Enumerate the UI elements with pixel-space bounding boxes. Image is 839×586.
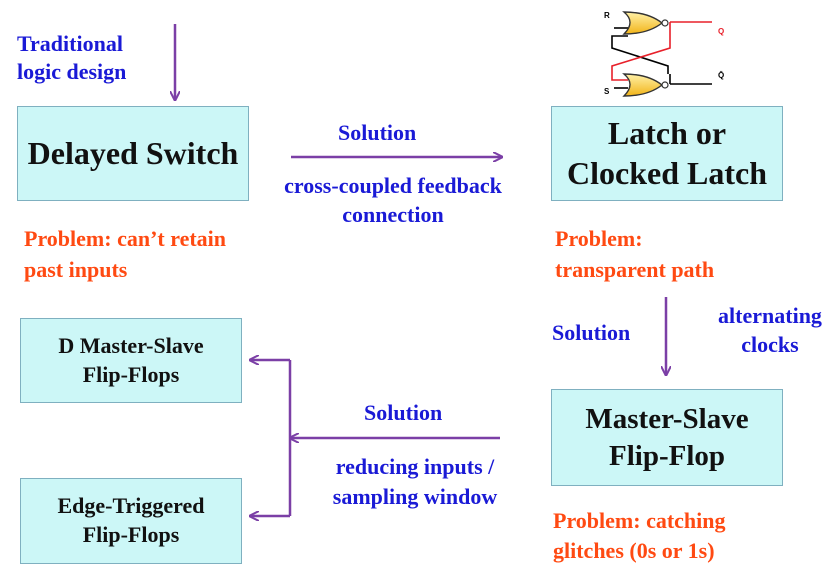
latch-q-label: Q xyxy=(718,27,724,36)
nor-gate-top-icon xyxy=(622,11,664,35)
d-master-slave-label: D Master-Slave Flip-Flops xyxy=(58,332,204,387)
alternating-clocks-label: alternating clocks xyxy=(718,303,822,357)
latch-r-label: R xyxy=(604,11,610,20)
sr-latch-circuit: R S Q Q̄ xyxy=(604,11,724,97)
latch-qbar-label: Q̄ xyxy=(718,71,724,80)
edge-triggered-box: Edge-Triggered Flip-Flops xyxy=(20,478,242,564)
master-slave-box: Master-Slave Flip-Flop xyxy=(551,389,783,486)
delayed-switch-box: Delayed Switch xyxy=(17,106,249,201)
d-master-slave-box: D Master-Slave Flip-Flops xyxy=(20,318,242,403)
problem-left-label: Problem: can’t retain past inputs xyxy=(24,226,227,282)
traditional-logic-label: Traditional logic design xyxy=(17,31,127,84)
latch-s-label: S xyxy=(604,87,610,96)
nor-gate-bottom-icon xyxy=(622,73,664,97)
solution-top-label: Solution xyxy=(338,120,417,145)
delayed-switch-label: Delayed Switch xyxy=(27,134,239,171)
solution-right-label: Solution xyxy=(552,320,631,345)
master-slave-label: Master-Slave Flip-Flop xyxy=(585,403,749,472)
solution-bottom-label: Solution xyxy=(364,400,443,425)
latch-label: Latch or Clocked Latch xyxy=(567,115,767,191)
latch-box: Latch or Clocked Latch xyxy=(551,106,783,201)
problem-bottom-label: Problem: catching glitches (0s or 1s) xyxy=(553,508,726,563)
problem-right-label: Problem: transparent path xyxy=(555,226,715,282)
reducing-inputs-label: reducing inputs / sampling window xyxy=(332,454,498,509)
cross-coupled-label: cross-coupled feedback connection xyxy=(284,173,502,227)
edge-triggered-label: Edge-Triggered Flip-Flops xyxy=(57,493,205,547)
